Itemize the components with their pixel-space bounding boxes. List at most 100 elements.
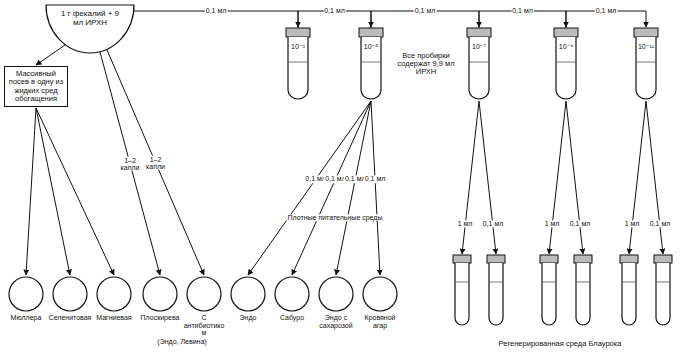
transfer-line — [566, 101, 583, 254]
tube-body — [576, 263, 590, 325]
dilution-tube: 10⁻³ — [285, 28, 311, 100]
tube-cap — [286, 28, 310, 37]
transfer-line — [462, 101, 479, 254]
medium-name: Мюллера — [4, 314, 48, 322]
liquid-level — [556, 62, 576, 63]
medium-name: Кровяной агар — [358, 314, 402, 329]
group-label: Регенерированная среда Блаурока — [498, 340, 623, 348]
volume-label: 0,1 мл — [649, 220, 672, 227]
liquid-level — [288, 62, 308, 63]
petri-dish: Кровяной агар — [358, 276, 402, 329]
dish-circle — [275, 277, 309, 311]
dilution-label: 10⁻³ — [288, 43, 308, 51]
transfer-arrow — [26, 108, 36, 275]
transfer-line — [549, 101, 566, 254]
process-box: Массивный посев в одну из жидких сред об… — [4, 66, 68, 107]
transfer-arrow — [36, 108, 70, 275]
dish-outline — [358, 276, 402, 312]
medium-name: Селенитовая — [48, 314, 92, 322]
liquid-level — [489, 282, 503, 283]
medium-name: Эндо — [226, 314, 270, 322]
volume-label: 1 мл — [624, 220, 641, 227]
tube-body — [636, 37, 656, 99]
dish-circle — [143, 277, 177, 311]
transfer-arrow — [292, 101, 371, 275]
tube-cap — [634, 28, 658, 37]
dish-outline — [48, 276, 92, 312]
dish-circle — [53, 277, 87, 311]
tube-outline — [633, 28, 659, 100]
transfer-arrow — [107, 50, 204, 275]
transfer-line — [629, 101, 646, 254]
dish-circle — [187, 277, 221, 311]
volume-label: 1 мл — [544, 220, 561, 227]
dish-outline — [182, 276, 226, 312]
tube-body — [542, 263, 556, 325]
tube-outline — [466, 28, 492, 100]
media-note: (Эндо, Левина) — [156, 338, 207, 345]
tube-outline — [553, 28, 579, 100]
liquid-level — [455, 282, 469, 283]
medium-name: Магниевая — [92, 314, 136, 322]
tube-cap — [554, 28, 578, 37]
tube-outline — [285, 28, 311, 100]
tube-cap — [453, 255, 471, 263]
petri-dish: Плоскирева — [138, 276, 182, 322]
dish-outline — [92, 276, 136, 312]
half-circle-shape — [46, 5, 134, 53]
petri-dish: Селенитовая — [48, 276, 92, 322]
tube-cap — [487, 255, 505, 263]
edge-volume-label: 0,1 мл — [364, 176, 387, 183]
tube-body — [622, 263, 636, 325]
volume-label: 0,1 мл — [482, 220, 505, 227]
dish-circle — [319, 277, 353, 311]
note-text: Все пробирки содержат 9,9 мл ИРХН — [387, 52, 465, 76]
medium-name: Плоскирева — [138, 314, 182, 322]
group-label: Плотные питательные среды — [287, 214, 384, 221]
tube-cap — [574, 255, 592, 263]
dilution-tube: 10⁻⁵ — [358, 28, 384, 100]
dilution-tube: 10⁻¹¹ — [633, 28, 659, 100]
edge-volume-label: 0,1 мл — [323, 7, 346, 14]
transfer-line — [646, 101, 663, 254]
dish-outline — [226, 276, 270, 312]
tube-body — [455, 263, 469, 325]
transfer-arrow — [336, 101, 371, 275]
dilution-tube: 10⁻⁷ — [466, 28, 492, 100]
tube-body — [656, 263, 670, 325]
dilution-label: 10⁻¹¹ — [636, 43, 656, 51]
dish-outline — [138, 276, 182, 312]
flask-label: 1 г фекалий + 9 мл ИРХН — [60, 10, 120, 28]
tube-cap — [540, 255, 558, 263]
liquid-level — [622, 282, 636, 283]
tube-cap — [654, 255, 672, 263]
sample-flask: 1 г фекалий + 9 мл ИРХН — [45, 4, 135, 54]
transfer-line — [479, 101, 496, 254]
tube-cap — [359, 28, 383, 37]
tube-outline — [358, 28, 384, 100]
edge-volume-label: 1–2 капли — [144, 155, 168, 170]
tube-body — [469, 37, 489, 99]
liquid-level — [361, 62, 381, 63]
tube-body — [489, 263, 503, 325]
medium-name: Сабуро — [270, 314, 314, 322]
tube-cap — [620, 255, 638, 263]
dilution-label: 10⁻⁷ — [469, 43, 489, 51]
petri-dish: Мюллера — [4, 276, 48, 322]
medium-name: Эндо с сахарозой — [314, 314, 358, 329]
petri-dish: Эндо с сахарозой — [314, 276, 358, 329]
edge-volume-label: 0,1 мл — [205, 7, 228, 14]
transfer-arrow — [248, 101, 371, 275]
box-label: Массивный посев в одну из жидких сред об… — [7, 70, 65, 103]
transfer-arrow — [36, 45, 65, 65]
volume-label: 1 мл — [457, 220, 474, 227]
liquid-level — [542, 282, 556, 283]
medium-name: С антибиотиком — [182, 314, 226, 337]
liquid-level — [656, 282, 670, 283]
liquid-level — [469, 62, 489, 63]
petri-dish: Магниевая — [92, 276, 136, 322]
tube-body — [361, 37, 381, 99]
petri-dish: Эндо — [226, 276, 270, 322]
tube-cap — [467, 28, 491, 37]
